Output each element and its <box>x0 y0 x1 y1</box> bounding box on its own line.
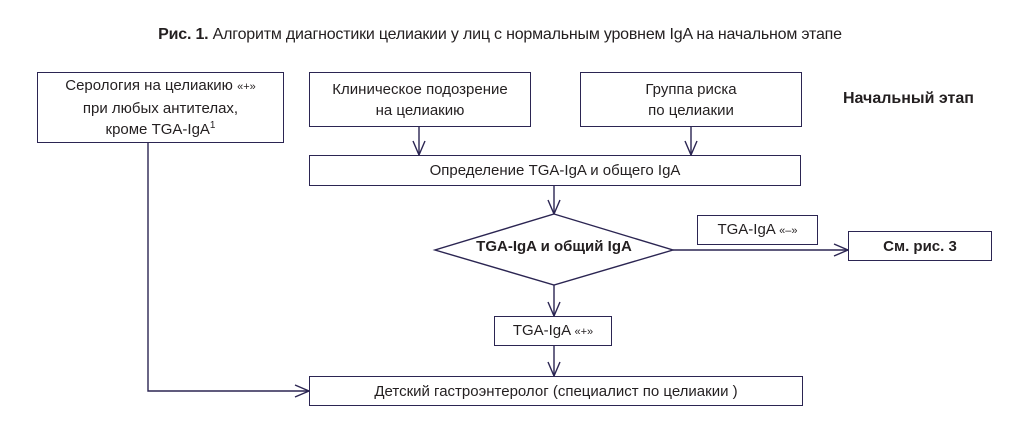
risk-group-box: Группа риска по целиакии <box>580 72 802 127</box>
positive-result-label: TGA-IgA <box>512 321 571 339</box>
see-figure-label: См. рис. 3 <box>883 237 957 255</box>
see-figure-box: См. рис. 3 <box>848 231 992 261</box>
serology-positive-mark: «+» <box>237 81 256 93</box>
risk-group-line1: Группа риска <box>645 80 737 98</box>
clinical-suspicion-box: Клиническое подозрение на целиакию <box>309 72 531 127</box>
footnote-marker: 1 <box>209 120 216 131</box>
connector-serology-to-gastroenterologist <box>147 142 309 392</box>
serology-line1: Серология на целиакию <box>65 77 233 94</box>
stage-label: Начальный этап <box>843 90 974 107</box>
serology-line2: при любых антителах, <box>82 100 239 117</box>
clinical-suspicion-line2: на целиакию <box>375 101 465 119</box>
figure-caption: Алгоритм диагностики целиакии у лиц с но… <box>212 26 842 43</box>
figure-number: Рис. 1. <box>158 26 209 43</box>
clinical-suspicion-line1: Клиническое подозрение <box>332 80 508 98</box>
negative-result-box: TGA-IgA «–» <box>697 215 818 245</box>
determination-label: Определение TGA-IgA и общего IgA <box>429 162 681 179</box>
positive-result-box: TGA-IgA «+» <box>494 316 612 346</box>
risk-group-line2: по целиакии <box>648 101 734 119</box>
negative-result-label: TGA-IgA <box>717 220 775 238</box>
decision-label: TGA-IgA и общий IgA <box>476 238 632 255</box>
gastroenterologist-box: Детский гастроэнтеролог (специалист по ц… <box>309 376 803 406</box>
figure-title: Рис. 1. Алгоритм диагностики целиакии у … <box>0 26 1000 44</box>
positive-mark: «+» <box>574 325 594 338</box>
negative-mark: «–» <box>779 224 798 237</box>
serology-box: Серология на целиакию «+» при любых анти… <box>37 72 284 143</box>
determination-box: Определение TGA-IgA и общего IgA <box>309 155 801 186</box>
gastroenterologist-label: Детский гастроэнтеролог (специалист по ц… <box>374 382 738 400</box>
serology-line3: кроме TGA-IgA <box>105 121 210 138</box>
